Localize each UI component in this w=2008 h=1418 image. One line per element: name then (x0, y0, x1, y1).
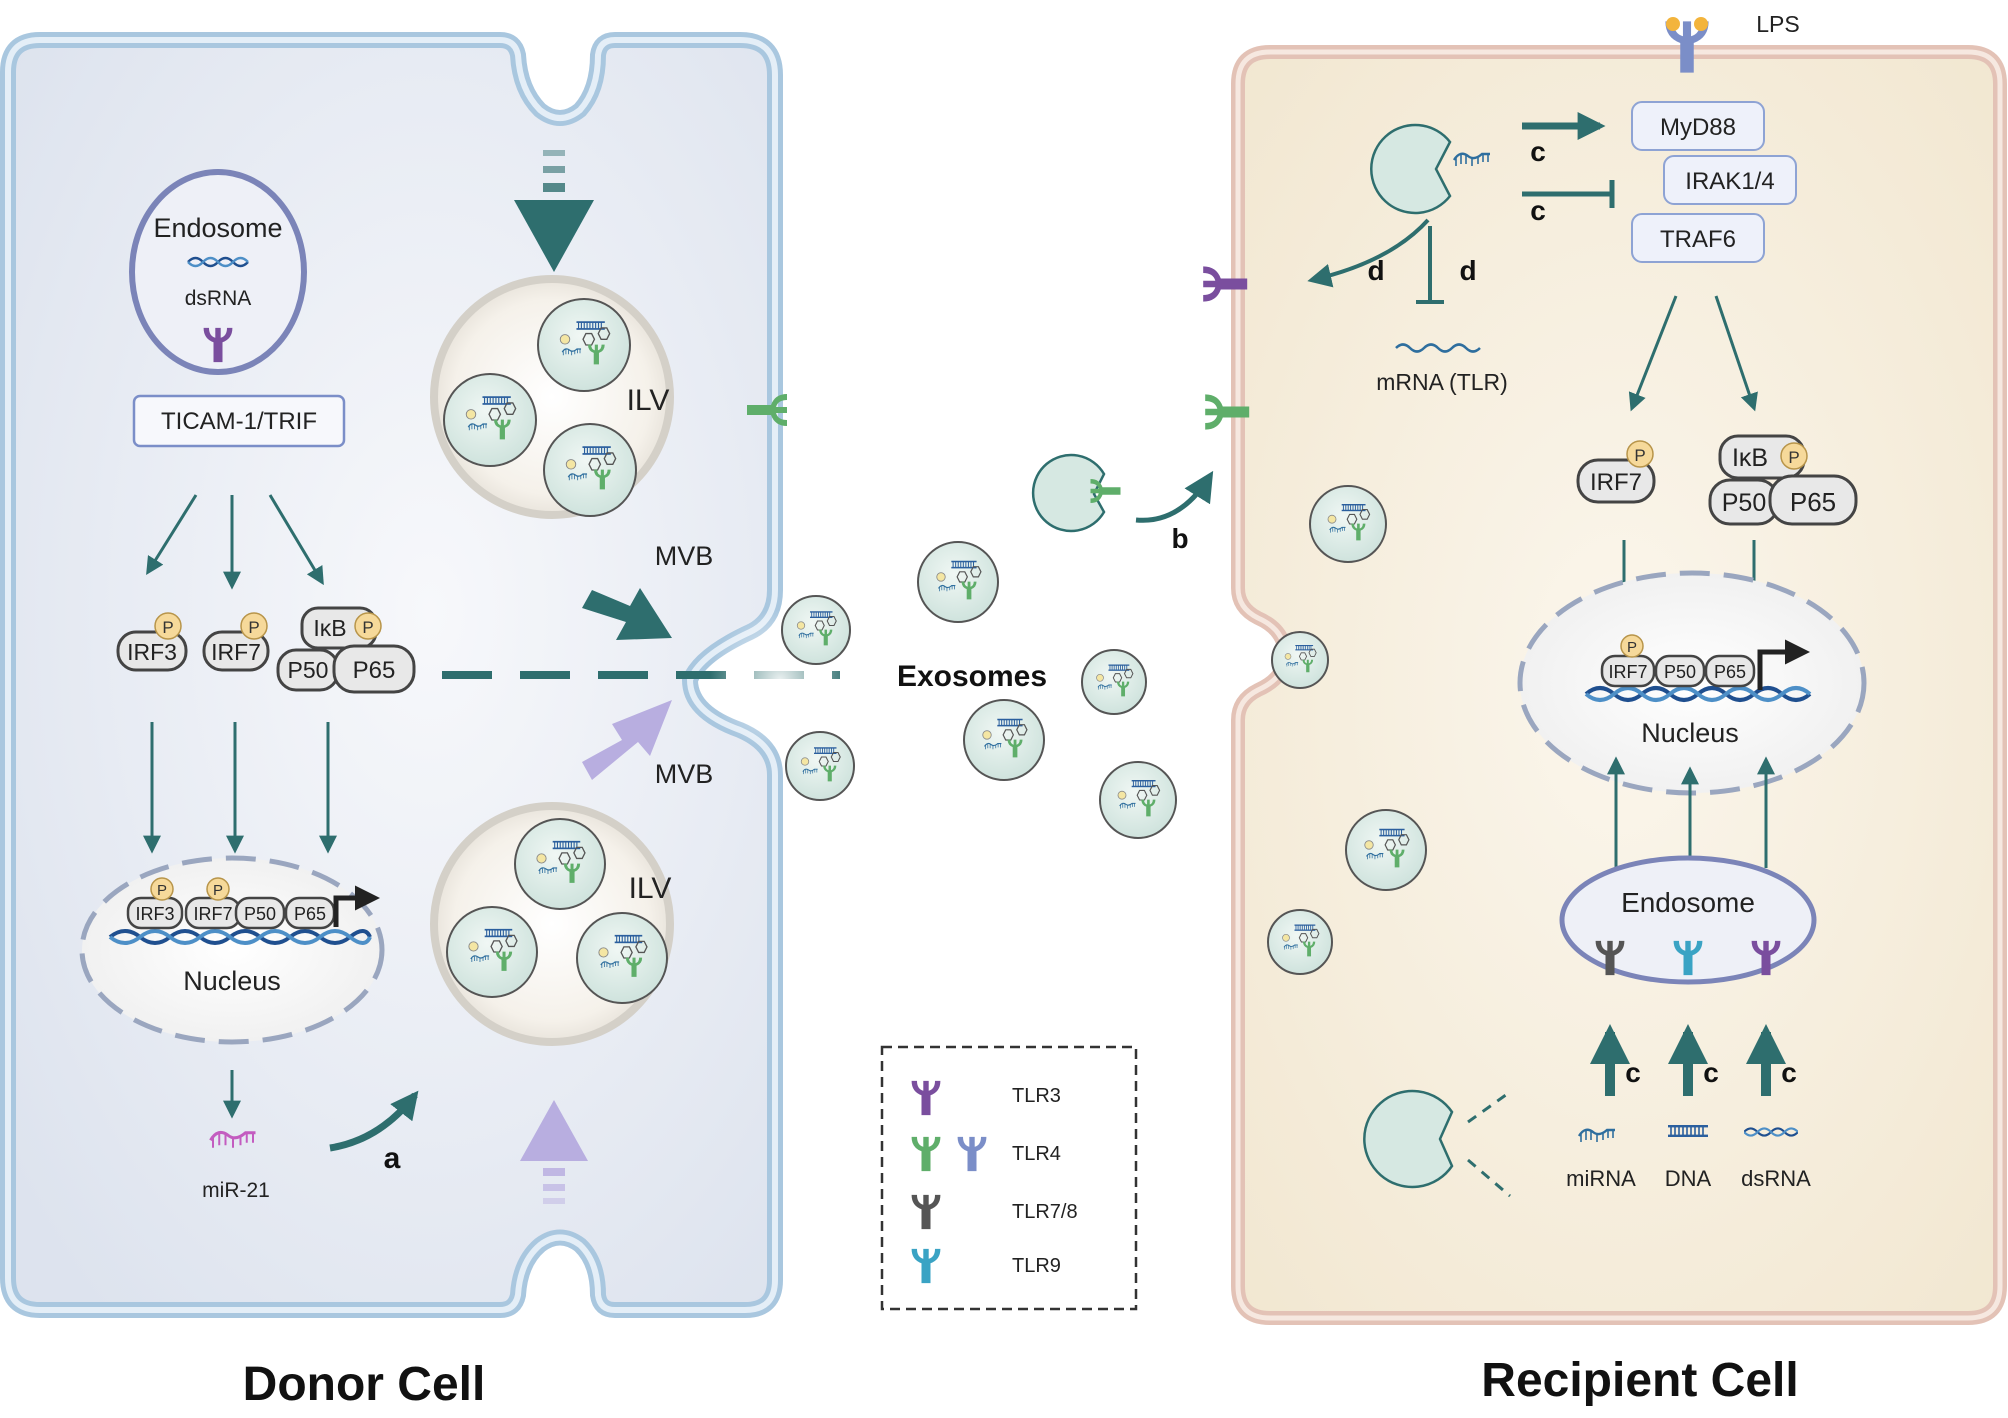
label-c-dsrna: c (1781, 1057, 1797, 1088)
legend-tlr3-label: TLR3 (1012, 1085, 1061, 1107)
mir21-label: miR-21 (202, 1179, 270, 1202)
legend: TLR3 TLR4 TLR7/8 TLR9 (880, 1045, 1138, 1311)
mrna-icon (1395, 343, 1481, 353)
extracellular-space: b Exosomes (710, 453, 1214, 839)
svg-text:P: P (162, 618, 173, 637)
exosome (917, 541, 999, 623)
mvb-fusion-arrow-lavender (582, 700, 672, 780)
mvb-bottom-label: MVB (655, 759, 714, 789)
recipient-internal-exosomes (1267, 485, 1427, 975)
svg-text:P65: P65 (294, 904, 326, 924)
svg-text:P: P (1627, 639, 1637, 656)
svg-text:P50: P50 (1664, 662, 1696, 682)
exosomes-label: Exosomes (897, 660, 1047, 693)
exosome (1099, 761, 1177, 839)
svg-text:P50: P50 (244, 904, 276, 924)
recipient-exosome-top (1370, 123, 1452, 215)
svg-text:P65: P65 (1714, 662, 1746, 682)
mvb-fusion-arrow-teal (582, 588, 672, 640)
lps-receptor (1665, 17, 1709, 73)
irak-box (1663, 155, 1797, 205)
mvb-top-ilvs (443, 298, 637, 517)
ilv-bottom-label: ILV (629, 872, 672, 905)
donor-nucleus-factors: IRF3 P IRF7 P P50 P65 (126, 877, 380, 930)
exosome (785, 731, 855, 801)
exosome (781, 595, 851, 665)
recipient-endosome-label: Endosome (1621, 887, 1755, 918)
svg-text:P: P (1788, 448, 1799, 467)
exosome (963, 699, 1045, 781)
svg-text:P50: P50 (288, 657, 329, 683)
donor-cell-title: Donor Cell (243, 1358, 486, 1411)
donor-dsrna-label: dsRNA (185, 287, 252, 310)
recipient-nucleus-factors: IRF7 P P50 P65 (1600, 634, 1810, 690)
legend-tlr9-label: TLR9 (1012, 1255, 1061, 1277)
ticam-label: TICAM-1/TRIF (161, 408, 317, 435)
recipient-dsrna-label: dsRNA (1741, 1166, 1811, 1191)
label-c-inhibit: c (1530, 195, 1546, 226)
svg-text:IRF3: IRF3 (135, 904, 174, 924)
myd88-box (1631, 101, 1765, 151)
label-d-right: d (1459, 255, 1476, 286)
legend-box (880, 1045, 1138, 1311)
svg-text:P: P (1634, 446, 1645, 465)
bottom-endocytosis-arrow (520, 1100, 588, 1204)
donor-nucleus-label: Nucleus (183, 966, 281, 996)
svg-text:MyD88: MyD88 (1660, 114, 1736, 141)
recipient-mirna-label: miRNA (1566, 1166, 1636, 1191)
recipient-nfkb-complex: IκB P P50 P65 (1708, 434, 1858, 526)
mvb-bottom-ilvs (446, 818, 668, 1004)
recipient-cell-title: Recipient Cell (1481, 1354, 1798, 1407)
svg-text:IRF3: IRF3 (127, 639, 177, 665)
donor-nucleus (79, 855, 385, 1045)
svg-text:P65: P65 (353, 657, 396, 684)
legend-tlr4-label: TLR4 (1012, 1143, 1061, 1165)
recipient-nucleus-label: Nucleus (1641, 718, 1739, 748)
svg-text:IRAK1/4: IRAK1/4 (1685, 168, 1774, 195)
donor-irf3: IRF3 P (116, 612, 188, 672)
donor-endosome (129, 169, 307, 375)
svg-text:P65: P65 (1790, 487, 1836, 517)
svg-text:P: P (248, 618, 259, 637)
label-c-dna: c (1703, 1057, 1719, 1088)
legend-tlr78-label: TLR7/8 (1012, 1201, 1078, 1223)
mvb-top-label: MVB (655, 541, 714, 571)
label-c-mirna: c (1625, 1057, 1641, 1088)
svg-text:IRF7: IRF7 (1608, 662, 1647, 682)
donor-nfkb-complex: IκB P P50 P65 (276, 606, 416, 694)
lps-label: LPS (1756, 11, 1799, 37)
recipient-irf7: IRF7 P (1576, 440, 1656, 504)
ticam-box (132, 394, 346, 448)
donor-endosome-label: Endosome (153, 213, 282, 243)
exosome-open (1031, 453, 1106, 533)
svg-text:IκB: IκB (1732, 444, 1768, 472)
svg-text:IRF7: IRF7 (1590, 469, 1642, 496)
recipient-dna-label: DNA (1665, 1166, 1712, 1191)
svg-text:TRAF6: TRAF6 (1660, 226, 1736, 253)
svg-text:P: P (157, 882, 167, 899)
donor-irf7: IRF7 P (202, 612, 270, 672)
svg-text:IRF7: IRF7 (211, 639, 261, 665)
svg-text:IRF7: IRF7 (193, 904, 232, 924)
ilv-top-label: ILV (627, 384, 670, 417)
recipient-exosome-bottom (1363, 1089, 1454, 1189)
label-a: a (384, 1142, 401, 1175)
mrna-label: mRNA (TLR) (1376, 369, 1508, 395)
exosome (1081, 649, 1147, 715)
donor-cell: Endosome dsRNA TICAM-1/TRIF IRF3 P IRF7 … (0, 32, 840, 1318)
label-b: b (1171, 523, 1188, 554)
label-c-activate: c (1530, 136, 1546, 167)
svg-text:P: P (362, 618, 373, 637)
svg-text:P50: P50 (1722, 489, 1766, 517)
arrow-b (1135, 470, 1214, 523)
label-d-left: d (1367, 255, 1384, 286)
svg-text:P: P (213, 882, 223, 899)
svg-text:IκB: IκB (313, 615, 346, 641)
traf6-box (1631, 213, 1765, 263)
recipient-cell: LPS MyD88 IRAK1/4 TRAF6 c c d d mRNA (TL… (1203, 11, 2007, 1325)
arrow-a (329, 1090, 419, 1152)
top-endocytosis-arrow (514, 150, 594, 272)
recipient-endosome (1559, 855, 1817, 985)
